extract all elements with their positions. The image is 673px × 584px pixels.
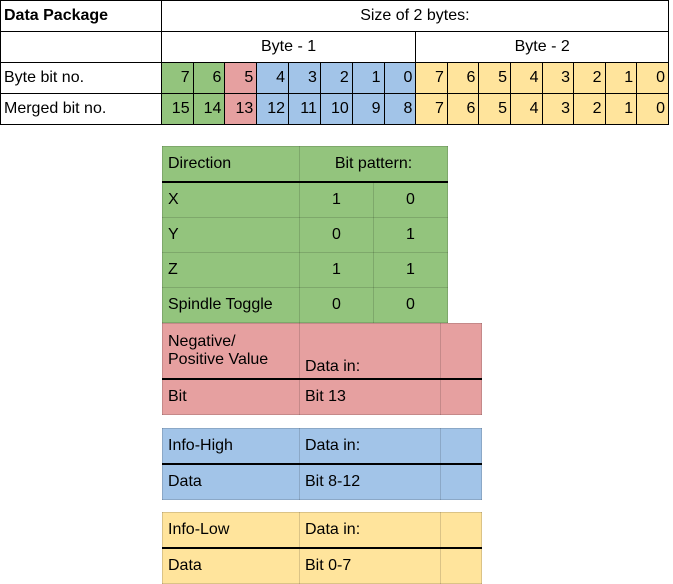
cell-byte2-bit-2: 5 [478,62,511,94]
cell-byte-bit-1: 6 [192,62,226,94]
cell-info-high-header: Info-High [162,428,300,465]
cell-merged-bit-0: 15 [160,93,194,125]
cell-direction-y-bit-lo: 1 [373,217,448,253]
cell-sign-bit-label: Bit [162,378,300,415]
cell-byte-bit-6: 1 [351,62,385,94]
cell-info-high-row-spacer [440,463,482,500]
table-row: Bit Bit 13 [162,378,482,415]
cell-info-low-row-spacer [440,547,482,584]
cell-direction-x: X [162,181,300,218]
cell-info-high-data-value: Bit 8-12 [299,463,441,500]
table-row: Negative/ Positive Value Data in: [162,323,482,380]
cell-merged-bit-2: 13 [224,93,258,125]
table-row: X 1 0 [162,181,448,218]
cell-merged-bit-5: 10 [319,93,353,125]
cell-byte2-bit-1: 6 [446,62,480,94]
cell-merged-byte2-bit-5: 2 [573,93,606,125]
cell-byte2-bit-7: 0 [636,62,669,94]
cell-merged-bit-no-label: Merged bit no. [0,93,162,125]
cell-byte-bit-7: 0 [383,62,417,94]
cell-merged-byte2-bit-6: 1 [604,93,638,125]
cell-info-high-data-label: Data [162,463,300,500]
legend-sign-table: Negative/ Positive Value Data in: Bit Bi… [162,323,482,415]
table-row: Z 1 1 [162,252,448,288]
cell-bit-pattern-header: Bit pattern: [299,146,448,183]
legend-info-high-table: Info-High Data in: Data Bit 8-12 [162,428,482,500]
cell-direction-z: Z [162,252,300,288]
cell-merged-bit-1: 14 [192,93,226,125]
cell-info-low-header: Info-Low [162,512,300,549]
cell-merged-byte2-bit-0: 7 [415,93,448,125]
table-row: Direction Bit pattern: [162,146,448,183]
cell-byte-bit-4: 3 [288,62,321,94]
cell-direction-spindle-toggle: Spindle Toggle [162,287,300,323]
table-row: Spindle Toggle 0 0 [162,287,448,323]
cell-merged-bit-6: 9 [351,93,385,125]
cell-byte2-bit-6: 1 [604,62,638,94]
data-package-table: Data Package Size of 2 bytes: Byte - 1 B… [0,0,670,125]
cell-info-high-header-spacer [440,428,482,465]
table-row: Data Bit 0-7 [162,547,482,584]
cell-direction-z-bit-hi: 1 [299,252,374,288]
cell-merged-bit-3: 12 [256,93,290,125]
cell-merged-bit-4: 11 [288,93,321,125]
cell-byte-bit-2: 5 [224,62,258,94]
cell-merged-byte2-bit-3: 4 [509,93,543,125]
cell-info-low-data-label: Data [162,547,300,584]
cell-merged-byte2-bit-1: 6 [446,93,480,125]
table-row: Info-High Data in: [162,428,482,465]
cell-info-low-data-value: Bit 0-7 [299,547,441,584]
cell-info-high-data-in-header: Data in: [299,428,441,465]
cell-byte-bit-5: 2 [319,62,353,94]
cell-direction-y-bit-hi: 0 [299,217,374,253]
cell-direction-z-bit-lo: 1 [373,252,448,288]
cell-byte-1-header: Byte - 1 [160,31,417,63]
cell-direction-x-bit-hi: 1 [299,181,374,218]
cell-sign-bit-value: Bit 13 [299,378,441,415]
table-row: Data Package Size of 2 bytes: [0,0,670,32]
cell-merged-byte2-bit-4: 3 [541,93,575,125]
cell-byte-bit-no-label: Byte bit no. [0,62,162,94]
cell-empty-corner [0,31,162,63]
legend-info-low-table: Info-Low Data in: Data Bit 0-7 [162,512,482,584]
cell-direction-spindle-bit-hi: 0 [299,287,374,323]
cell-merged-byte2-bit-2: 5 [478,93,511,125]
cell-byte-2-header: Byte - 2 [415,31,669,63]
table-row: Data Bit 8-12 [162,463,482,500]
cell-direction-x-bit-lo: 0 [373,181,448,218]
cell-data-package-title: Data Package [0,0,162,32]
cell-sign-header: Negative/ Positive Value [162,323,300,380]
cell-byte2-bit-0: 7 [415,62,448,94]
cell-sign-data-in-header: Data in: [299,323,441,380]
legend-direction-table: Direction Bit pattern: X 1 0 Y 0 1 Z 1 1… [162,146,448,323]
cell-size-of-2-bytes: Size of 2 bytes: [160,0,670,32]
cell-merged-bit-7: 8 [383,93,417,125]
cell-merged-byte2-bit-7: 0 [636,93,669,125]
cell-byte2-bit-4: 3 [541,62,575,94]
cell-sign-header-spacer [440,323,482,380]
cell-sign-row-spacer [440,378,482,415]
cell-byte2-bit-3: 4 [509,62,543,94]
table-row: Y 0 1 [162,217,448,253]
cell-direction-header: Direction [162,146,300,183]
table-row: Info-Low Data in: [162,512,482,549]
cell-info-low-header-spacer [440,512,482,549]
cell-byte-bit-0: 7 [160,62,194,94]
cell-byte2-bit-5: 2 [573,62,606,94]
cell-info-low-data-in-header: Data in: [299,512,441,549]
cell-direction-y: Y [162,217,300,253]
table-row: Merged bit no. 15 14 13 12 11 10 9 8 7 6… [0,93,669,125]
cell-byte-bit-3: 4 [256,62,290,94]
table-row: Byte bit no. 7 6 5 4 3 2 1 0 7 6 5 4 3 2… [0,62,669,94]
table-row: Byte - 1 Byte - 2 [0,31,669,63]
cell-direction-spindle-bit-lo: 0 [373,287,448,323]
